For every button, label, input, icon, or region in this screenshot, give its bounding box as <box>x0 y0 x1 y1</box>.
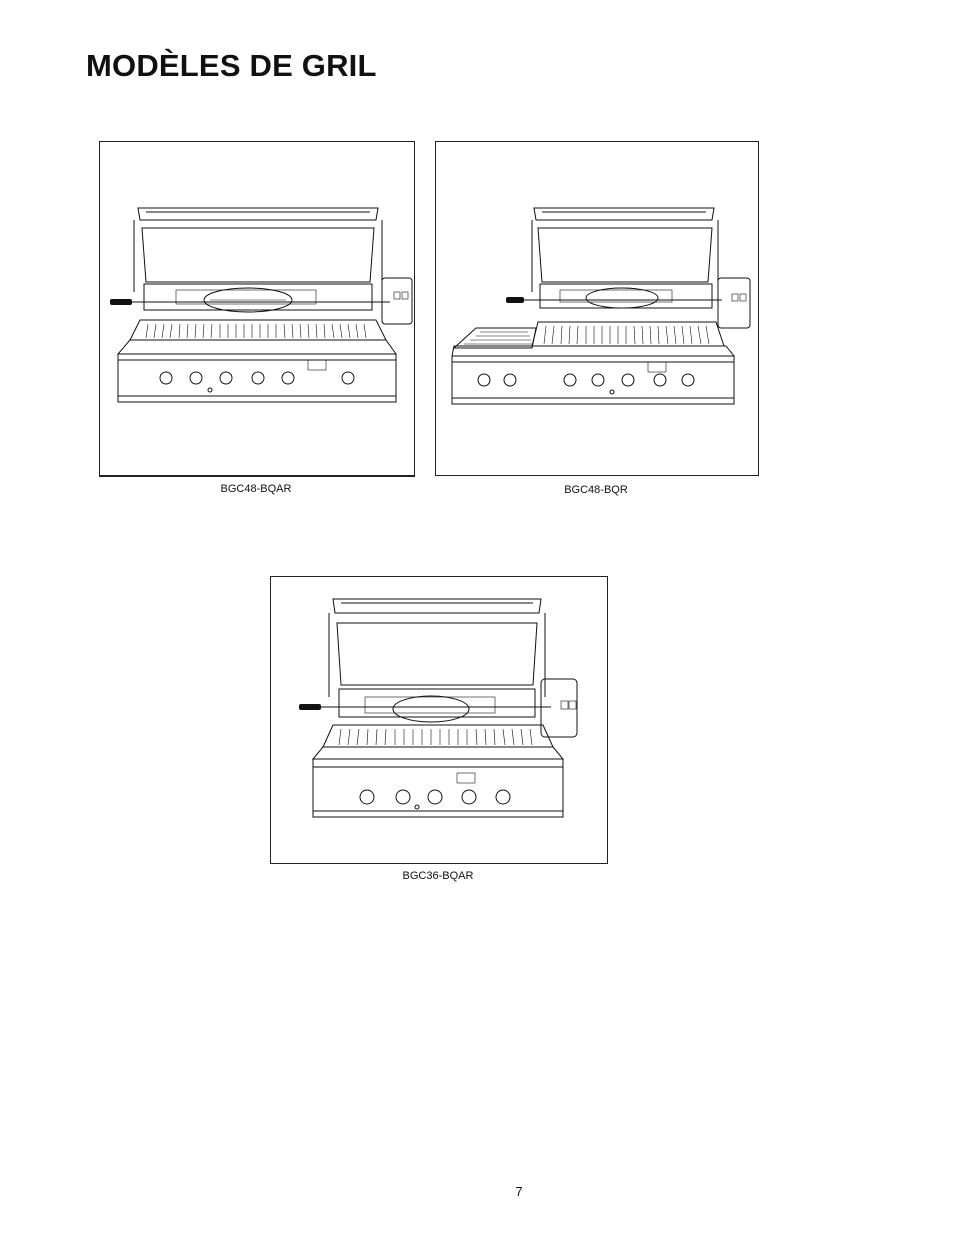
figure-bgc36-bqar <box>270 576 608 864</box>
grill-36-rotisserie-illustration <box>271 577 607 863</box>
figure-bgc48-bqar <box>99 141 415 477</box>
figure-bgc48-bqr <box>435 141 759 476</box>
figure-caption: BGC48-BQAR <box>99 483 413 495</box>
grill-48-side-burner-rotisserie-illustration <box>436 142 758 475</box>
page-number: 7 <box>0 1184 954 1199</box>
grill-48-rotisserie-illustration <box>100 142 414 475</box>
page-title: MODÈLES DE GRIL <box>86 48 377 84</box>
figure-caption: BGC36-BQAR <box>270 870 606 882</box>
figure-caption: BGC48-BQR <box>435 484 757 496</box>
